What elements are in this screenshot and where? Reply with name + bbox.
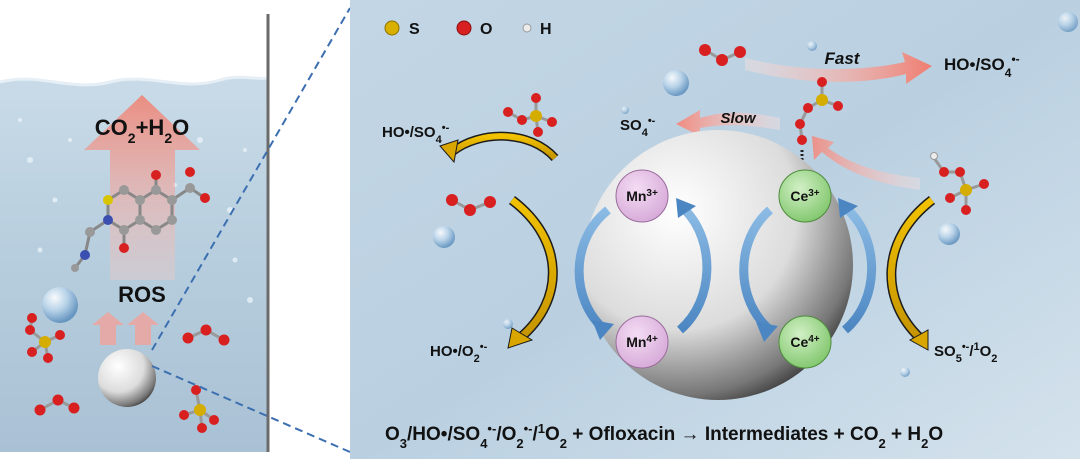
- pms-molecule-icon-right: [930, 152, 989, 215]
- legend-o-label: O: [480, 21, 492, 38]
- right-panel: S O H Fast HO•/SO4•- Slow SO4•-: [350, 0, 1080, 459]
- fast-arrow: [745, 52, 932, 84]
- svg-text:Ce4+: Ce4+: [790, 334, 819, 351]
- bubble-icon: [900, 367, 910, 377]
- ce-arc-right: [841, 206, 877, 334]
- fast-product-label: HO•/SO4•-: [944, 52, 1020, 80]
- gold-arc-left: [509, 197, 557, 341]
- legend-s-icon: [384, 20, 400, 36]
- gold-arc-left-head: [507, 327, 534, 349]
- ros-up-arrow: [84, 95, 200, 280]
- bubble-icon: [433, 226, 455, 248]
- svg-text:Mn4+: Mn4+: [626, 334, 658, 351]
- bubble-icon: [1058, 12, 1078, 32]
- ce4-node: Ce4+: [778, 315, 832, 369]
- bubble-icon: [621, 106, 629, 114]
- bottom-right-product-label: SO5•-/1O2: [934, 341, 997, 365]
- ce-arc-left: [739, 206, 774, 334]
- fast-label: Fast: [825, 49, 861, 68]
- ozone-molecule-icon: [699, 44, 746, 66]
- water-surface: [0, 75, 269, 87]
- bottom-left-product-label: HO•/O2•-: [430, 341, 488, 365]
- catalyst-sphere-small: [98, 349, 156, 407]
- mn-arc-left: [574, 206, 611, 334]
- zoom-line-bottom: [151, 365, 351, 453]
- ozone-molecule-icon: [446, 194, 496, 216]
- mn4-node: Mn4+: [615, 315, 669, 369]
- reaction-equation: O3/HO•/SO4•-/O2•-/1O2 + Ofloxacin → Inte…: [385, 421, 943, 451]
- gold-arc-top-head: [439, 139, 459, 164]
- slow-arrow: [676, 110, 780, 136]
- bubble-icon: [503, 319, 513, 329]
- legend: S O H: [384, 20, 552, 38]
- svg-text:Mn3+: Mn3+: [626, 188, 658, 205]
- pms-molecule-icon-2: [179, 385, 219, 433]
- mn-arc-left-head: [592, 320, 614, 340]
- ozone-atoms-left: [34, 324, 230, 416]
- ce-arc-right-head: [838, 198, 858, 218]
- top-left-product-label: HO•/SO4•-: [382, 122, 450, 146]
- pms-molecule-icon-top-left: [503, 93, 557, 137]
- left-product-label: CO2+H2O: [95, 115, 189, 146]
- slow-product-label: SO4•-: [620, 115, 656, 139]
- mn3-node: Mn3+: [615, 169, 669, 223]
- gold-arc-right: [888, 197, 935, 341]
- adsorption-arrow: [812, 136, 920, 190]
- ros-label: ROS: [118, 282, 166, 307]
- ce3-node: Ce3+: [778, 169, 832, 223]
- gold-arc-right-head: [908, 329, 929, 351]
- bubble-icon: [807, 41, 817, 51]
- legend-h-label: H: [540, 21, 552, 38]
- left-panel: CO2+H2O ROS: [0, 0, 270, 459]
- small-up-arrow-icon: [92, 312, 124, 345]
- legend-s-label: S: [409, 21, 420, 38]
- gold-arc-top: [450, 133, 558, 161]
- ofloxacin-atoms: [71, 167, 210, 272]
- bubble-icon: [938, 223, 960, 245]
- mn-arc-right-head: [676, 198, 696, 218]
- pms-attached-icon: [795, 77, 843, 168]
- small-up-arrow-icon: [127, 312, 159, 345]
- legend-h-icon: [522, 23, 532, 33]
- slow-label: Slow: [720, 110, 756, 127]
- ce-arc-left-head: [756, 322, 778, 342]
- bubble-icon: [663, 70, 689, 96]
- mn-arc-right: [676, 206, 712, 334]
- legend-o-icon: [456, 20, 472, 36]
- zoom-line-top: [151, 7, 351, 351]
- bubble-icon: [42, 287, 78, 323]
- pms-molecule-icon: [25, 313, 65, 363]
- svg-text:Ce3+: Ce3+: [790, 188, 819, 205]
